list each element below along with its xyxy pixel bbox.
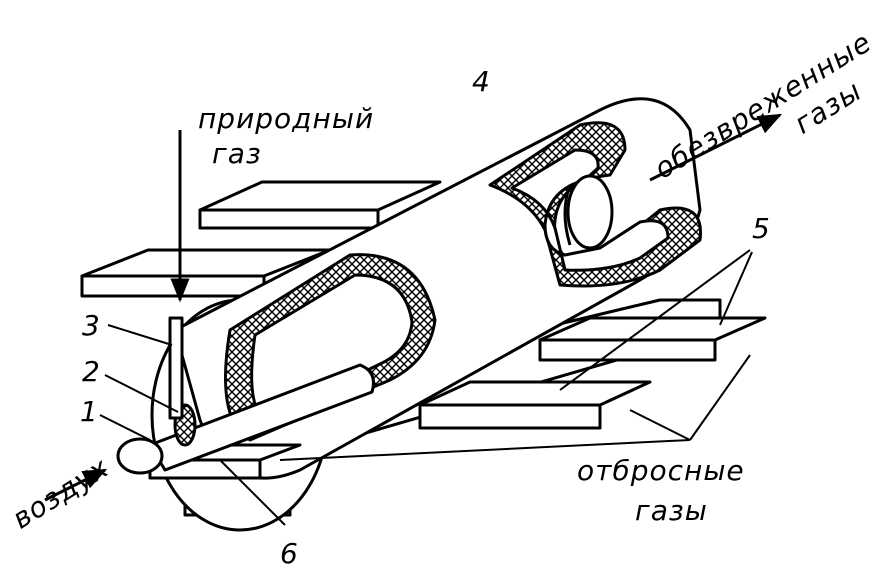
natural-gas-label-line1: природный — [198, 102, 375, 135]
front-plate-upper — [538, 316, 767, 362]
lining-cutaway-left — [224, 253, 437, 442]
callout-6: 6 — [280, 537, 298, 570]
gas-supply-pipe — [168, 316, 184, 420]
callout-5: 5 — [752, 212, 770, 245]
front-plate-lower — [418, 380, 652, 430]
leader-5a — [559, 249, 751, 391]
leader-3 — [107, 324, 173, 346]
leader-2 — [104, 374, 179, 413]
leader-1 — [99, 414, 151, 441]
lining-cutaway-right — [488, 121, 702, 288]
callout-2: 2 — [82, 355, 100, 388]
callout-3: 3 — [82, 309, 100, 342]
natural-gas-label-line2: газ — [212, 137, 262, 170]
upper-plate — [198, 180, 442, 230]
callout-4: 4 — [472, 65, 490, 98]
burner-tube — [116, 363, 375, 475]
clean-gases-arrow — [649, 113, 783, 182]
leader-waste-2 — [629, 409, 691, 441]
air-arrow — [44, 468, 108, 502]
callout-1: 1 — [80, 395, 98, 428]
leader-6 — [219, 459, 286, 526]
leader-waste-1 — [689, 354, 751, 441]
waste-gases-label-line2: газы — [635, 494, 708, 527]
leader-5b — [719, 251, 753, 326]
waste-gases-label-line1: отбросные — [577, 454, 745, 487]
leader-waste-3 — [279, 439, 691, 461]
